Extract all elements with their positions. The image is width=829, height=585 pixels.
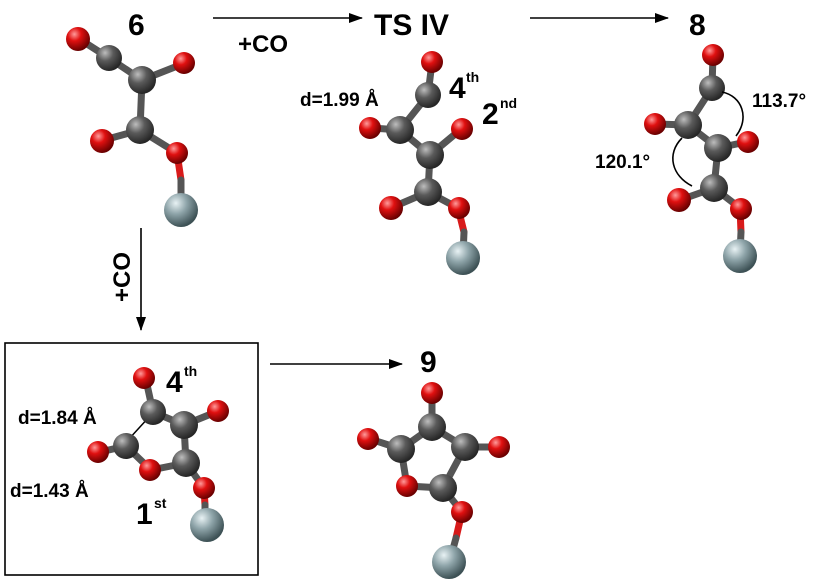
- label-angle-120: 120.1°: [595, 152, 650, 173]
- molecule-9: [357, 382, 510, 579]
- molecule-6: [66, 27, 198, 227]
- label-co-left: +CO: [109, 252, 136, 302]
- label-box-d2: d=1.43 Å: [10, 481, 89, 502]
- molecule-intermediate: [87, 367, 229, 542]
- label-ts-4: 4: [449, 72, 466, 105]
- molecule-8: [644, 44, 759, 273]
- label-box-4: 4: [166, 366, 183, 399]
- label-ts-2: 2: [482, 98, 499, 131]
- label-compound-9: 9: [420, 346, 437, 379]
- label-ts-distance: d=1.99 Å: [300, 90, 379, 111]
- label-box-4-sup: th: [184, 363, 197, 379]
- molecule-ts-iv: [359, 51, 480, 275]
- label-compound-8: 8: [689, 9, 706, 42]
- intermediate-box: [4, 342, 259, 576]
- label-angle-113: 113.7°: [752, 91, 806, 112]
- label-box-1: 1: [136, 498, 153, 531]
- label-ts-4-sup: th: [466, 69, 479, 85]
- label-compound-6: 6: [128, 9, 145, 42]
- label-box-1-sup: st: [154, 495, 167, 511]
- label-ts-2-sup: nd: [500, 95, 517, 111]
- label-box-d1: d=1.84 Å: [18, 408, 97, 429]
- label-ts-iv: TS IV: [374, 9, 449, 42]
- label-co-top: +CO: [238, 31, 288, 58]
